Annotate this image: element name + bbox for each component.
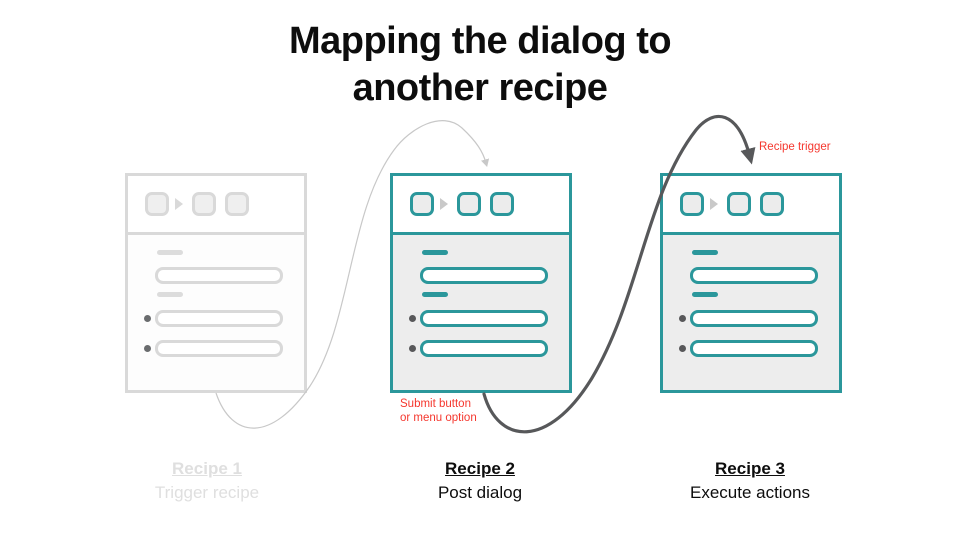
submit-annotation-line2: or menu option — [400, 412, 477, 424]
submit-button-annotation: Submit button or menu option — [400, 397, 477, 425]
input-field-placeholder — [690, 340, 818, 357]
input-field-placeholder — [420, 310, 548, 327]
list-bullet-icon — [679, 315, 686, 322]
play-arrow-icon — [710, 198, 718, 210]
input-field-placeholder — [690, 267, 818, 284]
recipe-2-steps-header — [393, 176, 569, 235]
input-field-placeholder — [420, 267, 548, 284]
recipe-3-form — [663, 235, 839, 390]
field-label-placeholder — [692, 292, 718, 297]
recipe-3-subtitle: Execute actions — [689, 483, 810, 502]
recipe-step-icon — [680, 192, 704, 216]
play-arrow-icon — [440, 198, 448, 210]
recipe-2-card — [390, 173, 572, 393]
list-bullet-icon — [409, 315, 416, 322]
recipe-step-icon — [760, 192, 784, 216]
slide-title-line1: Mapping the dialog to — [288, 20, 672, 62]
recipe-2-subtitle: Post dialog — [437, 483, 523, 502]
recipe-1-steps-header — [128, 176, 304, 235]
recipe-2-caption: Recipe 2 Post dialog — [370, 459, 590, 503]
recipe-trigger-annotation: Recipe trigger — [759, 141, 831, 153]
recipe-3-caption: Recipe 3 Execute actions — [640, 459, 860, 503]
recipe-step-icon — [192, 192, 216, 216]
recipe-step-icon — [145, 192, 169, 216]
recipe-step-icon — [225, 192, 249, 216]
recipe-1-name: Recipe 1 — [172, 459, 242, 478]
recipe-2-name: Recipe 2 — [445, 459, 515, 478]
slide-title-line2: another recipe — [352, 67, 608, 109]
list-bullet-icon — [144, 345, 151, 352]
recipe-step-icon — [490, 192, 514, 216]
recipe-3-card — [660, 173, 842, 393]
list-bullet-icon — [679, 345, 686, 352]
play-arrow-icon — [175, 198, 183, 210]
field-label-placeholder — [422, 250, 448, 255]
recipe-3-steps-header — [663, 176, 839, 235]
field-label-placeholder — [692, 250, 718, 255]
recipe-2-form — [393, 235, 569, 390]
recipe-step-icon — [457, 192, 481, 216]
submit-annotation-line1: Submit button — [400, 398, 471, 410]
input-field-placeholder — [690, 310, 818, 327]
input-field-placeholder — [155, 267, 283, 284]
recipe-step-icon — [727, 192, 751, 216]
input-field-placeholder — [155, 310, 283, 327]
field-label-placeholder — [422, 292, 448, 297]
recipe-1-caption: Recipe 1 Trigger recipe — [97, 459, 317, 503]
slide-title: Mapping the dialog to another recipe — [0, 18, 960, 112]
list-bullet-icon — [144, 315, 151, 322]
field-label-placeholder — [157, 292, 183, 297]
recipe-step-icon — [410, 192, 434, 216]
list-bullet-icon — [409, 345, 416, 352]
recipe-1-subtitle: Trigger recipe — [154, 483, 260, 502]
recipe-1-card — [125, 173, 307, 393]
input-field-placeholder — [420, 340, 548, 357]
recipe-3-name: Recipe 3 — [715, 459, 785, 478]
input-field-placeholder — [155, 340, 283, 357]
field-label-placeholder — [157, 250, 183, 255]
recipe-1-form — [128, 235, 304, 390]
